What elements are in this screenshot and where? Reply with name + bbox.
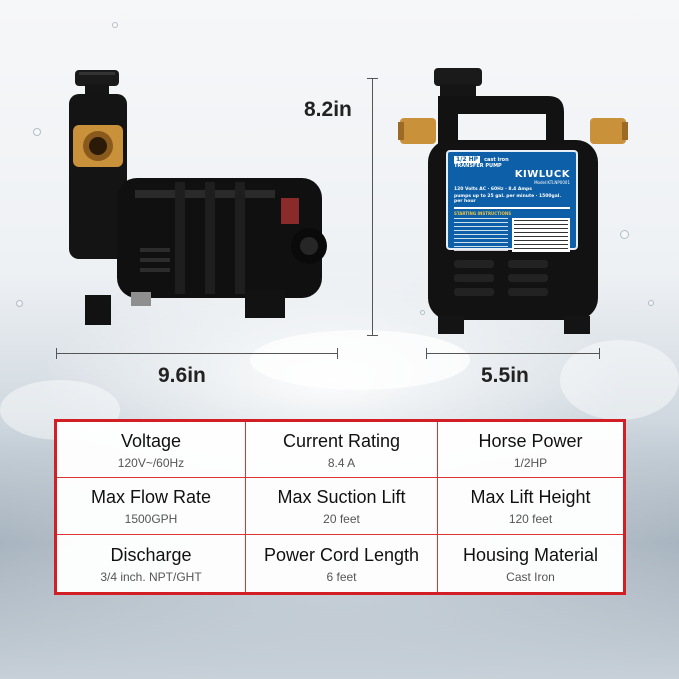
spec-value: 1/2HP [513,455,548,470]
spec-value: Cast Iron [506,569,555,584]
material-text: cast iron [484,156,509,163]
label-title: TRANSFER PUMP [454,163,502,169]
spec-title: Max Lift Height [470,487,591,507]
label-divider [454,207,570,209]
spec-title: Max Flow Rate [90,487,212,507]
water-droplet [648,300,654,306]
spec-title: Power Cord Length [263,544,420,565]
water-droplet [16,300,23,307]
brand-logo: KIWLUCK [514,169,570,180]
water-droplet [420,310,425,315]
model-number: Model:KTLNP0001 [534,180,570,185]
width-dimension-line [426,348,600,359]
water-droplet [33,128,41,136]
electrical-spec: 120 Volts AC · 60Hz · 8.4 Amps [454,187,532,192]
horsepower-badge: 1/2 HP [454,156,481,163]
spec-value: 3/4 inch. NPT/GHT [100,569,202,584]
spec-value: 6 feet [326,569,357,584]
spec-value: 120 feet [508,512,553,526]
spec-title: Discharge [110,544,192,565]
splash-highlight [250,330,470,390]
splash-highlight [560,340,679,420]
spec-cell-current-rating: Current Rating 8.4 A [246,422,438,478]
spec-title: Housing Material [462,544,599,565]
spec-cell-housing-material: Housing Material Cast Iron [438,535,623,592]
length-dimension-label: 9.6in [158,364,206,387]
spec-value: 1500GPH [124,512,178,526]
height-dimension-line [367,78,378,336]
instructions-text [454,218,508,252]
spec-title: Horse Power [478,430,583,451]
spec-value: 20 feet [323,512,360,526]
spec-cell-max-flow-rate: Max Flow Rate 1500GPH [57,478,246,535]
spec-title: Voltage [120,430,182,451]
spec-value: 120V~/60Hz [117,455,185,470]
height-dimension-label: 8.2in [304,98,352,121]
spec-cell-discharge: Discharge 3/4 inch. NPT/GHT [57,535,246,592]
length-dimension-line [56,348,338,359]
width-dimension-label: 5.5in [481,364,529,387]
water-droplet [620,230,629,239]
pump-side-view [69,70,327,325]
flow-spec: pumps up to 25 gal. per minute · 1500gal… [454,194,562,204]
spec-title: Max Suction Lift [277,487,406,507]
spec-title: Current Rating [282,430,401,451]
specification-table: Voltage 120V~/60Hz Current Rating 8.4 A … [54,419,626,595]
spec-value: 8.4 A [327,455,356,470]
spec-cell-power-cord-length: Power Cord Length 6 feet [246,535,438,592]
spec-cell-max-lift-height: Max Lift Height 120 feet [438,478,623,535]
spec-cell-max-suction-lift: Max Suction Lift 20 feet [246,478,438,535]
warning-box [512,218,570,252]
spec-cell-voltage: Voltage 120V~/60Hz [57,422,246,478]
label-text-columns [454,218,570,252]
starting-instructions-heading: STARTING INSTRUCTIONS [454,211,512,216]
pump-spec-label: 1/2 HP cast iron TRANSFER PUMP KIWLUCK M… [446,150,578,252]
water-droplet [112,22,118,28]
spec-cell-horse-power: Horse Power 1/2HP [438,422,623,478]
